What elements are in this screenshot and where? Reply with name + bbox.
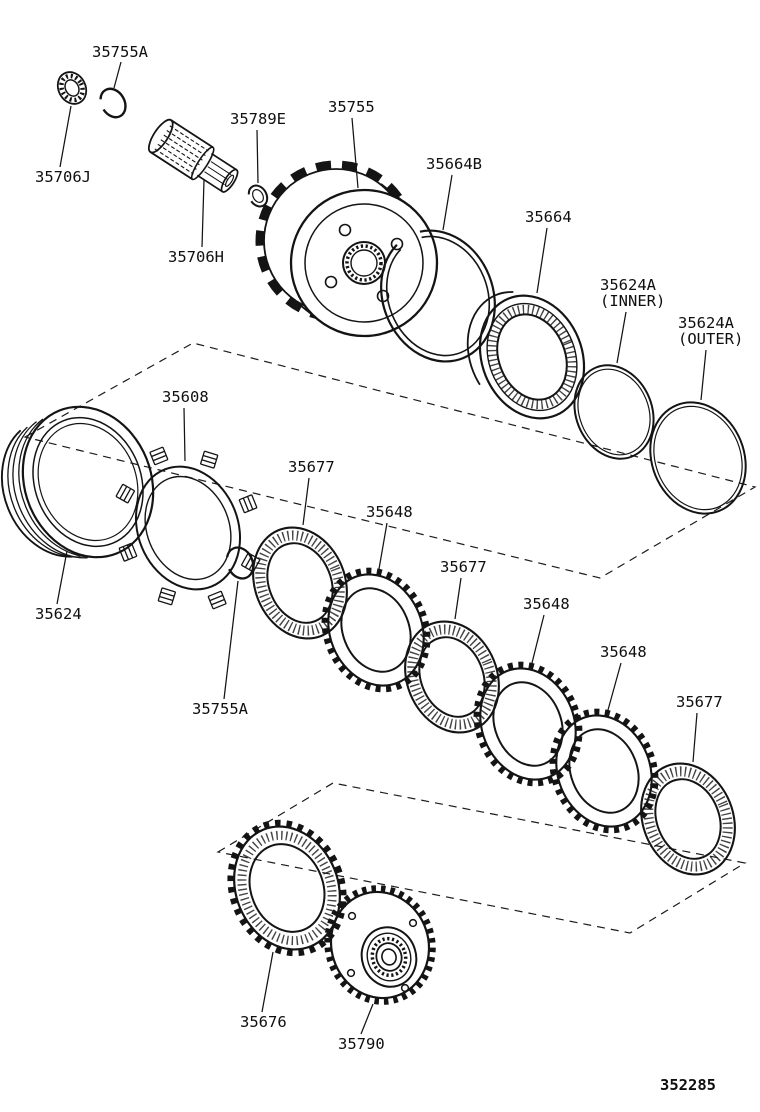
leader-35755: [351, 117, 359, 189]
clutch-hub-35790: [324, 885, 436, 1005]
leader-35677-2: [454, 577, 462, 620]
part-labels: 35755A 35706J 35789E 35755 35706H 35664B…: [35, 43, 743, 1094]
label-35664: 35664: [525, 208, 572, 226]
leader-35755a-lower: [223, 580, 239, 700]
leader-35706h: [201, 179, 205, 248]
leader-35624a-outer: [700, 349, 707, 401]
label-35648-3: 35648: [600, 643, 647, 661]
label-35624a-outer: 35624A: [678, 314, 735, 332]
label-35648-1: 35648: [366, 503, 413, 521]
label-35755: 35755: [328, 98, 375, 116]
leader-35648-1: [378, 522, 388, 570]
pressure-plate-35676: [227, 819, 347, 957]
return-spring-assembly-35608: [115, 446, 261, 610]
leader-lines: [56, 61, 707, 1035]
leader-35648-3: [607, 662, 622, 711]
leader-35677-3: [692, 712, 698, 763]
bearing-race-35706j: [56, 71, 88, 105]
assembly-guide-upper: [23, 342, 757, 579]
leader-35706j: [59, 105, 72, 168]
label-35677-3: 35677: [676, 693, 723, 711]
label-35706h: 35706H: [168, 248, 224, 266]
label-35624a-inner-qualifier: (INNER): [600, 292, 665, 310]
label-35789e: 35789E: [230, 110, 286, 128]
leader-35648-2: [531, 614, 545, 664]
clutch-plate-35648-1: [307, 555, 444, 704]
label-35677-1: 35677: [288, 458, 335, 476]
o-ring-35624a-outer: [649, 401, 747, 515]
label-35624: 35624: [35, 605, 82, 623]
label-35755a-top: 35755A: [92, 43, 149, 61]
label-35677-2: 35677: [440, 558, 487, 576]
figure-number: 352285: [660, 1076, 716, 1094]
label-35624a-outer-qualifier: (OUTER): [678, 330, 743, 348]
snap-ring-35664b: [380, 229, 496, 363]
assembly-guide-lower: [216, 782, 747, 934]
leader-35789e: [256, 129, 259, 184]
input-shaft-35706h: [147, 118, 239, 193]
label-35790: 35790: [338, 1035, 385, 1053]
label-35624a-inner: 35624A: [600, 276, 657, 294]
leader-35676: [261, 951, 274, 1013]
label-35755a-lower: 35755A: [192, 700, 249, 718]
seal-ring-35789e: [247, 184, 269, 208]
leader-35677-1: [302, 477, 310, 526]
leader-35755a-top: [113, 61, 122, 89]
brake-drum-35624: [0, 405, 155, 559]
leader-35664: [536, 227, 548, 294]
label-35706j: 35706J: [35, 168, 91, 186]
clutch-plate-35648-3: [535, 696, 672, 845]
leader-35624: [56, 550, 68, 605]
snap-ring-35755a-top: [99, 87, 127, 119]
spring-coils: [115, 446, 261, 610]
label-35676: 35676: [240, 1013, 287, 1031]
leader-35608: [183, 407, 186, 462]
label-35664b: 35664B: [426, 155, 482, 173]
leader-35624a-inner: [616, 311, 627, 364]
leader-35790: [360, 1003, 374, 1035]
label-35608: 35608: [162, 388, 209, 406]
label-35648-2: 35648: [523, 595, 570, 613]
leader-35664b: [442, 174, 453, 231]
clutch-plate-35648-2: [459, 649, 596, 798]
clutch-drum-35755: [255, 160, 439, 338]
snap-ring-35755a-lower: [225, 546, 255, 580]
clutch-disc-35677-3: [625, 749, 751, 888]
